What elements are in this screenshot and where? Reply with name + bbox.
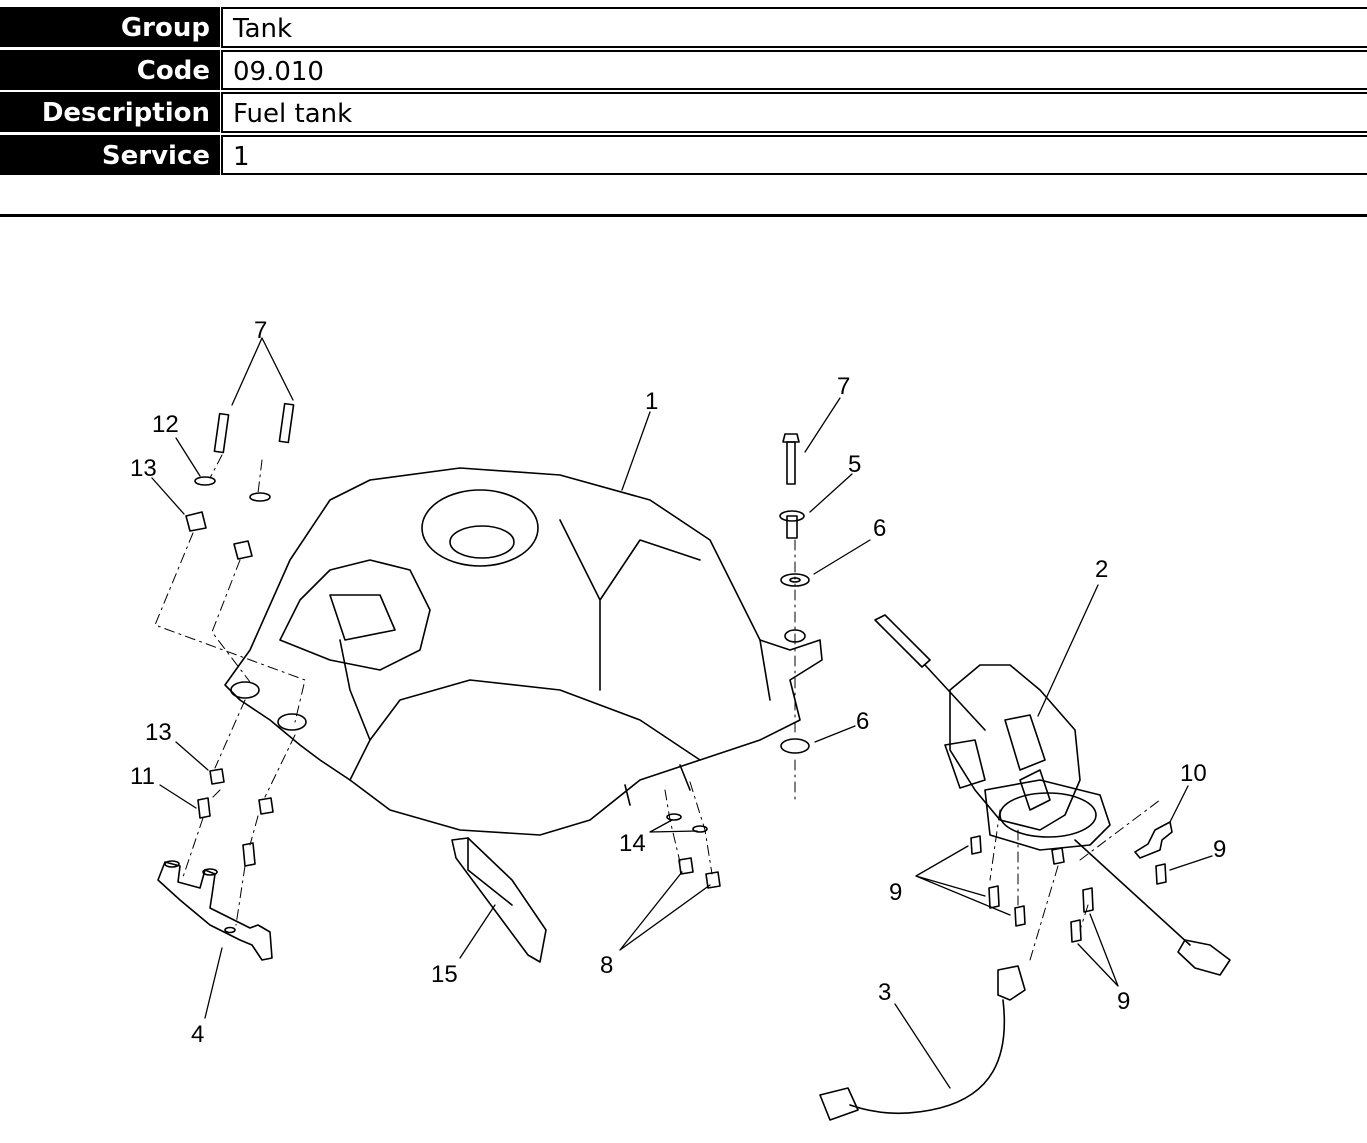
section-divider	[0, 214, 1367, 217]
left-dash-lines	[154, 454, 796, 926]
callout-5: 5	[848, 451, 861, 478]
right-fasteners	[666, 433, 810, 889]
callout-labels: 7 12 13 1 7 5 6 2 6 10 9 9 9 13 11 14 8 …	[130, 317, 1226, 1048]
group-row: Group Tank	[0, 7, 1367, 50]
bracket-part	[157, 860, 273, 961]
pad-part	[451, 837, 547, 963]
code-value: 09.010	[221, 49, 1367, 90]
service-row: Service 1	[0, 134, 1367, 178]
description-value: Fuel tank	[221, 92, 1367, 133]
service-value: 1	[221, 134, 1367, 175]
description-label: Description	[0, 92, 220, 132]
fuel-tank-body	[224, 467, 823, 836]
info-header: Group Tank Code 09.010 Description Fuel …	[0, 7, 1367, 177]
pump-screws	[970, 835, 1167, 943]
callout-6b: 6	[856, 708, 869, 735]
callout-13b: 13	[145, 719, 172, 746]
fuel-pump-assembly	[874, 614, 1231, 976]
leader-lines	[151, 337, 1213, 1089]
code-label: Code	[0, 49, 220, 90]
callout-6a: 6	[873, 515, 886, 542]
callout-10: 10	[1180, 760, 1207, 787]
callout-7b: 7	[837, 373, 850, 400]
callout-9c: 9	[1117, 988, 1130, 1015]
callout-9b: 9	[889, 879, 902, 906]
clip-part	[1134, 821, 1173, 859]
callout-8: 8	[600, 952, 613, 979]
callout-7a: 7	[254, 317, 267, 344]
callout-15: 15	[431, 961, 458, 988]
code-row: Code 09.010	[0, 49, 1367, 93]
callout-12: 12	[152, 411, 179, 438]
callout-11: 11	[130, 763, 155, 790]
left-fasteners	[185, 402, 295, 867]
callout-4: 4	[191, 1021, 204, 1048]
service-label: Service	[0, 134, 220, 175]
description-row: Description Fuel tank	[0, 92, 1367, 135]
callout-13a: 13	[130, 455, 157, 482]
pump-dash-lines	[989, 799, 1161, 961]
callout-1: 1	[645, 388, 658, 415]
group-label: Group	[0, 7, 220, 47]
group-value: Tank	[221, 7, 1367, 48]
callout-2: 2	[1095, 556, 1108, 583]
callout-14: 14	[619, 830, 646, 857]
fuel-hose-part	[819, 965, 1026, 1121]
callout-9a: 9	[1213, 836, 1226, 863]
callout-3: 3	[878, 979, 891, 1006]
